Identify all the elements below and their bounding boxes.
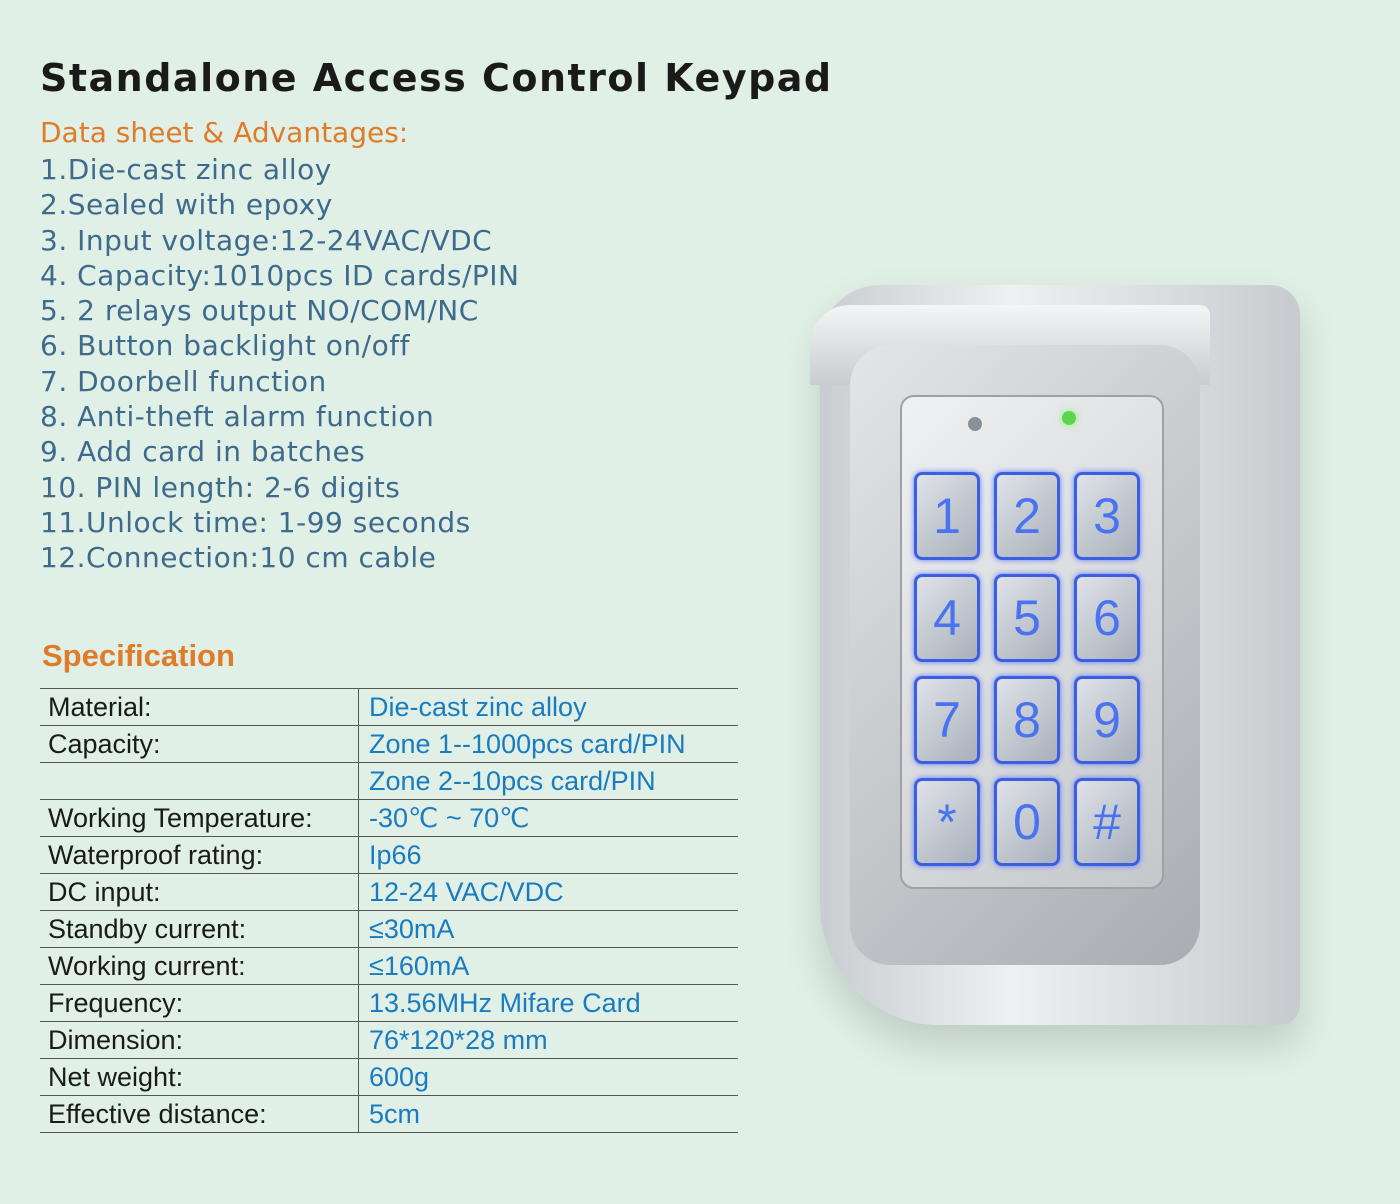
spec-row: Standby current: ≤30mA [40, 910, 738, 948]
power-led-icon [1062, 411, 1076, 425]
keypad-key: 7 [914, 676, 980, 764]
spec-value: 5cm [369, 1098, 421, 1129]
feature-item: 10. PIN length: 2-6 digits [40, 470, 401, 504]
keypad-key: 2 [994, 472, 1060, 560]
spec-label: Net weight: [40, 1058, 359, 1096]
spec-label: Working Temperature: [40, 799, 359, 837]
spec-value: ≤160mA [369, 950, 470, 981]
feature-item: 7. Doorbell function [40, 364, 327, 398]
spec-value: Zone 1--1000pcs card/PIN [369, 728, 686, 759]
spec-label: Standby current: [40, 910, 359, 948]
spec-label: Effective distance: [40, 1095, 359, 1133]
spec-row: Waterproof rating: Ip66 [40, 836, 738, 874]
spec-value: 76*120*28 mm [369, 1024, 548, 1055]
spec-label: Frequency: [40, 984, 359, 1022]
spec-row: DC input: 12-24 VAC/VDC [40, 873, 738, 911]
spec-row: Material: Die-cast zinc alloy [40, 688, 738, 726]
spec-value: Die-cast zinc alloy [369, 691, 587, 722]
spec-row: Frequency: 13.56MHz Mifare Card [40, 984, 738, 1022]
spec-label: Waterproof rating: [40, 836, 359, 874]
feature-item: 9. Add card in batches [40, 435, 366, 469]
keypad-key: 0 [994, 778, 1060, 866]
spec-value: 13.56MHz Mifare Card [369, 987, 641, 1018]
keypad-key: 5 [994, 574, 1060, 662]
spec-value: Ip66 [369, 839, 422, 870]
spec-label: Material: [40, 688, 359, 726]
feature-item: 4. Capacity:1010pcs ID cards/PIN [40, 258, 520, 292]
feature-item: 3. Input voltage:12-24VAC/VDC [40, 223, 493, 257]
feature-item: 11.Unlock time: 1-99 seconds [40, 505, 471, 539]
spec-row: Dimension: 76*120*28 mm [40, 1021, 738, 1059]
feature-item: 8. Anti-theft alarm function [40, 400, 435, 434]
feature-item: 2.Sealed with epoxy [40, 188, 333, 222]
spec-label: Dimension: [40, 1021, 359, 1059]
spec-row: Net weight: 600g [40, 1058, 738, 1096]
keypad-key: 4 [914, 574, 980, 662]
spec-row: Capacity: Zone 1--1000pcs card/PIN [40, 725, 738, 763]
spec-value: Zone 2--10pcs card/PIN [369, 765, 656, 796]
keypad-key: 3 [1074, 472, 1140, 560]
keypad-key: 6 [1074, 574, 1140, 662]
feature-item: 12.Connection:10 cm cable [40, 541, 437, 575]
spec-row: Working Temperature: -30℃ ~ 70℃ [40, 799, 738, 837]
feature-item: 1.Die-cast zinc alloy [40, 153, 332, 186]
feature-item: 6. Button backlight on/off [40, 329, 410, 363]
keypad-key: 9 [1074, 676, 1140, 764]
spec-value: 600g [369, 1061, 430, 1092]
spec-value: 12-24 VAC/VDC [369, 876, 564, 907]
spec-value: -30℃ ~ 70℃ [369, 802, 530, 833]
advantages-heading: Data sheet & Advantages: [40, 116, 409, 149]
page-title: Standalone Access Control Keypad [40, 56, 833, 100]
spec-label: DC input: [40, 873, 359, 911]
keypad-key: 8 [994, 676, 1060, 764]
keypad-key: # [1074, 778, 1140, 866]
spec-row: Working current: ≤160mA [40, 947, 738, 985]
spec-label: Working current: [40, 947, 359, 985]
spec-label: Capacity: [40, 725, 359, 763]
spec-row: Effective distance: 5cm [40, 1095, 738, 1133]
feature-item: 5. 2 relays output NO/COM/NC [40, 294, 479, 328]
spec-value: ≤30mA [369, 913, 455, 944]
status-led-icon [968, 417, 982, 431]
spec-label [40, 762, 359, 800]
specification-heading: Specification [42, 638, 235, 673]
keypad-key: * [914, 778, 980, 866]
spec-row: Zone 2--10pcs card/PIN [40, 762, 738, 800]
keypad-key: 1 [914, 472, 980, 560]
